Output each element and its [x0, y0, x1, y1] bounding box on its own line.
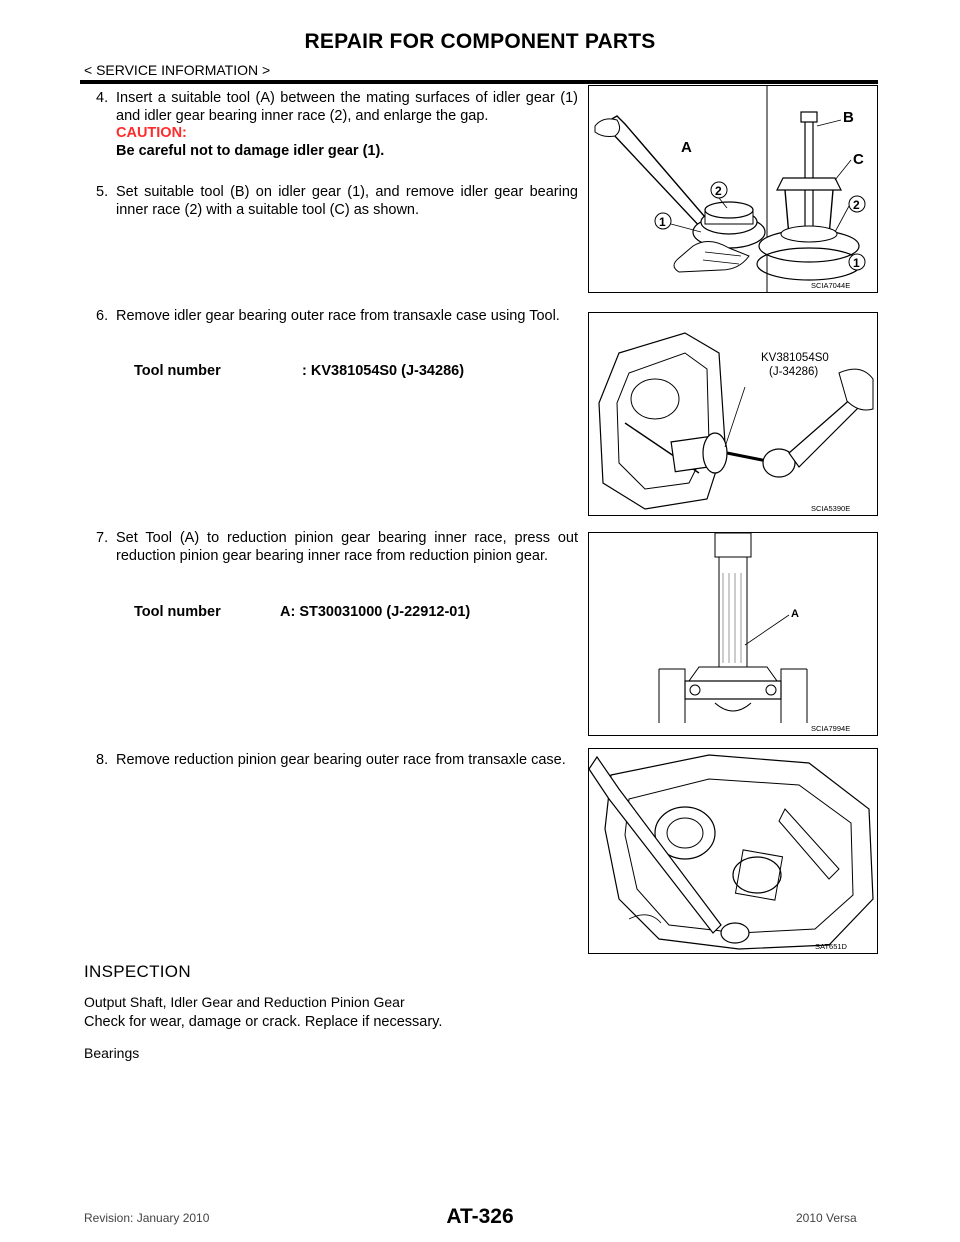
- label-a: A: [681, 139, 692, 156]
- step-4: 4. Insert a suitable tool (A) between th…: [96, 90, 578, 160]
- label-2: 2: [715, 184, 722, 198]
- page-title: REPAIR FOR COMPONENT PARTS: [304, 30, 656, 53]
- tool-number-value: : KV381054S0 (J-34286): [302, 363, 465, 379]
- footer-revision: Revision: January 2010: [84, 1211, 210, 1225]
- figure-code: SCIA7044E: [811, 281, 850, 290]
- label-b: B: [843, 109, 854, 126]
- inspection-subheading-gears: Output Shaft, Idler Gear and Reduction P…: [84, 994, 405, 1010]
- header-rule-thin: [80, 83, 878, 84]
- step-text: Insert a suitable tool (A) between the m…: [116, 90, 578, 124]
- step-5: 5. Set suitable tool (B) on idler gear (…: [96, 184, 578, 219]
- step-6: 6. Remove idler gear bearing outer race …: [96, 308, 578, 326]
- step-7: 7. Set Tool (A) to reduction pinion gear…: [96, 530, 578, 565]
- header-rule: [80, 80, 878, 83]
- step-text: Set suitable tool (B) on idler gear (1),…: [116, 184, 578, 218]
- step-text: Remove reduction pinion gear bearing out…: [116, 752, 566, 768]
- step-number: 6.: [96, 308, 109, 324]
- step-text: Set Tool (A) to reduction pinion gear be…: [116, 530, 578, 564]
- figure-code: SCIA5390E: [811, 504, 850, 513]
- caution-text: Be careful not to damage idler gear (1).: [116, 142, 385, 159]
- step-8: 8. Remove reduction pinion gear bearing …: [96, 752, 578, 770]
- figure-press-inner-race: A SCIA7994E: [588, 532, 878, 736]
- callout-line-2: (J-34286): [769, 366, 818, 378]
- tool-number-value: A: ST30031000 (J-22912-01): [280, 604, 471, 620]
- label-a: A: [791, 608, 799, 620]
- caution-label: CAUTION:: [116, 125, 187, 141]
- step-text: Remove idler gear bearing outer race fro…: [116, 308, 560, 324]
- label-1: 1: [853, 256, 860, 270]
- inspection-text: Check for wear, damage or crack. Replace…: [84, 1014, 443, 1030]
- label-1: 1: [659, 215, 666, 229]
- inspection-heading: INSPECTION: [84, 962, 191, 981]
- step-number: 5.: [96, 184, 109, 200]
- tool-number-label: Tool number: [134, 363, 221, 379]
- figure-code: SAT651D: [815, 942, 848, 951]
- label-2: 2: [853, 198, 860, 212]
- figure-code: SCIA7994E: [811, 724, 850, 733]
- callout-line-1: KV381054S0: [761, 352, 829, 364]
- figure-idler-gear-tools: A 2 1 B C 2 1 SCIA7044E: [588, 85, 878, 293]
- section-label: < SERVICE INFORMATION >: [84, 62, 271, 78]
- step-number: 8.: [96, 752, 109, 768]
- step-number: 4.: [96, 90, 109, 106]
- page-number: AT-326: [446, 1205, 514, 1228]
- figure-outer-race-removal: KV381054S0 (J-34286) SCIA5390E: [588, 312, 878, 516]
- label-c: C: [853, 151, 864, 168]
- figure-reduction-outer-race: SAT651D: [588, 748, 878, 954]
- step-number: 7.: [96, 530, 109, 546]
- inspection-subheading-bearings: Bearings: [84, 1045, 140, 1061]
- tool-number-label: Tool number: [134, 604, 221, 620]
- footer-model: 2010 Versa: [796, 1211, 857, 1225]
